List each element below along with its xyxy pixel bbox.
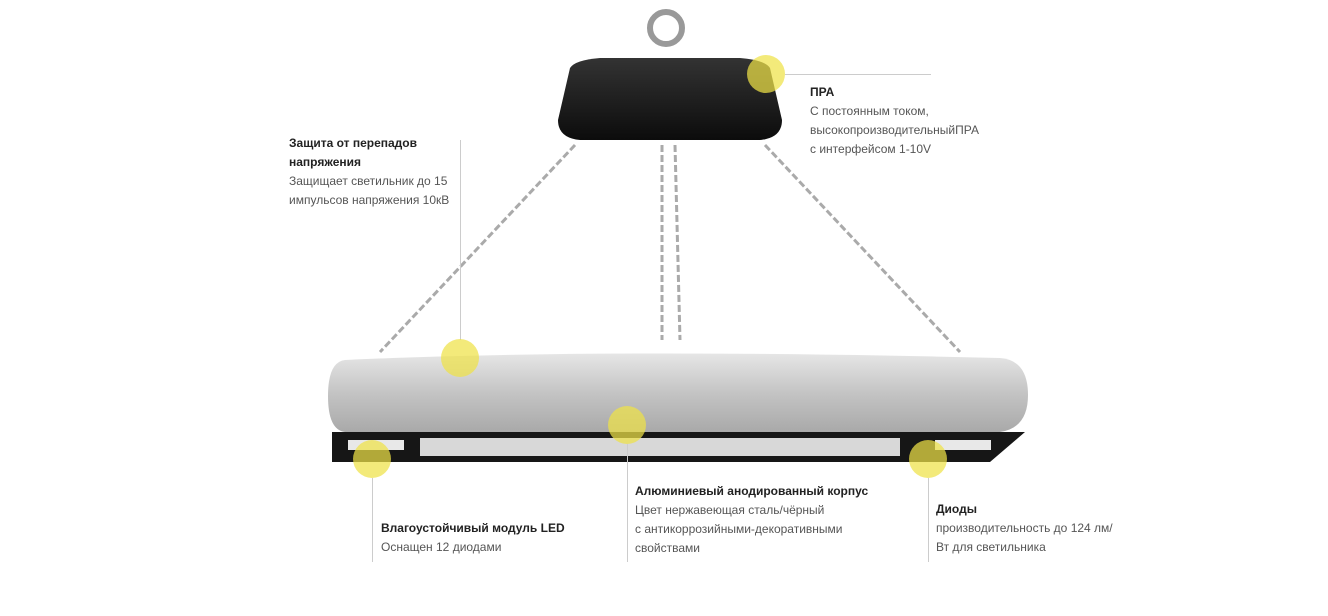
leader-line	[372, 478, 373, 562]
feature-title: Влагоустойчивый модуль LED	[381, 521, 565, 535]
feature-text: Цвет нержавеющая сталь/чёрный	[635, 503, 825, 517]
hotspot-diodes[interactable]	[909, 440, 947, 478]
lamp-body	[328, 353, 1028, 432]
feature-diodes: Диоды производительность до 124 лм/ Вт д…	[936, 500, 1113, 557]
driver-housing	[558, 58, 782, 140]
feature-text: С постоянным током,	[810, 104, 929, 118]
leader-line	[928, 478, 929, 562]
hanging-ring	[647, 9, 685, 47]
feature-led-module: Влагоустойчивый модуль LED Оснащен 12 ди…	[381, 519, 565, 557]
feature-title: ПРА	[810, 85, 835, 99]
feature-title: Алюминиевый анодированный корпус	[635, 484, 869, 498]
feature-driver: ПРА С постоянным током, высокопроизводит…	[810, 83, 979, 159]
hotspot-led-module[interactable]	[353, 440, 391, 478]
feature-title: Диоды	[936, 502, 977, 516]
feature-housing: Алюминиевый анодированный корпус Цвет не…	[635, 482, 868, 558]
leader-line	[460, 140, 461, 340]
feature-text: Защищает светильник до 15	[289, 174, 448, 188]
leader-line	[785, 74, 931, 75]
feature-title: Защита от перепадов напряжения	[289, 136, 417, 169]
leader-line	[627, 444, 628, 562]
feature-text: свойствами	[635, 541, 700, 555]
feature-text: Вт для светильника	[936, 540, 1046, 554]
feature-text: с антикоррозийными-декоративными	[635, 522, 843, 536]
feature-text: с интерфейсом 1-10V	[810, 142, 932, 156]
hotspot-surge-protection[interactable]	[441, 339, 479, 377]
chains	[378, 143, 962, 354]
feature-text: Оснащен 12 диодами	[381, 540, 502, 554]
hotspot-driver[interactable]	[747, 55, 785, 93]
feature-text: производительность до 124 лм/	[936, 521, 1113, 535]
hotspot-housing[interactable]	[608, 406, 646, 444]
feature-surge-protection: Защита от перепадов напряжения Защищает …	[289, 134, 459, 210]
feature-text: импульсов напряжения 10кВ	[289, 193, 450, 207]
feature-text: высокопроизводительныйПРА	[810, 123, 979, 137]
